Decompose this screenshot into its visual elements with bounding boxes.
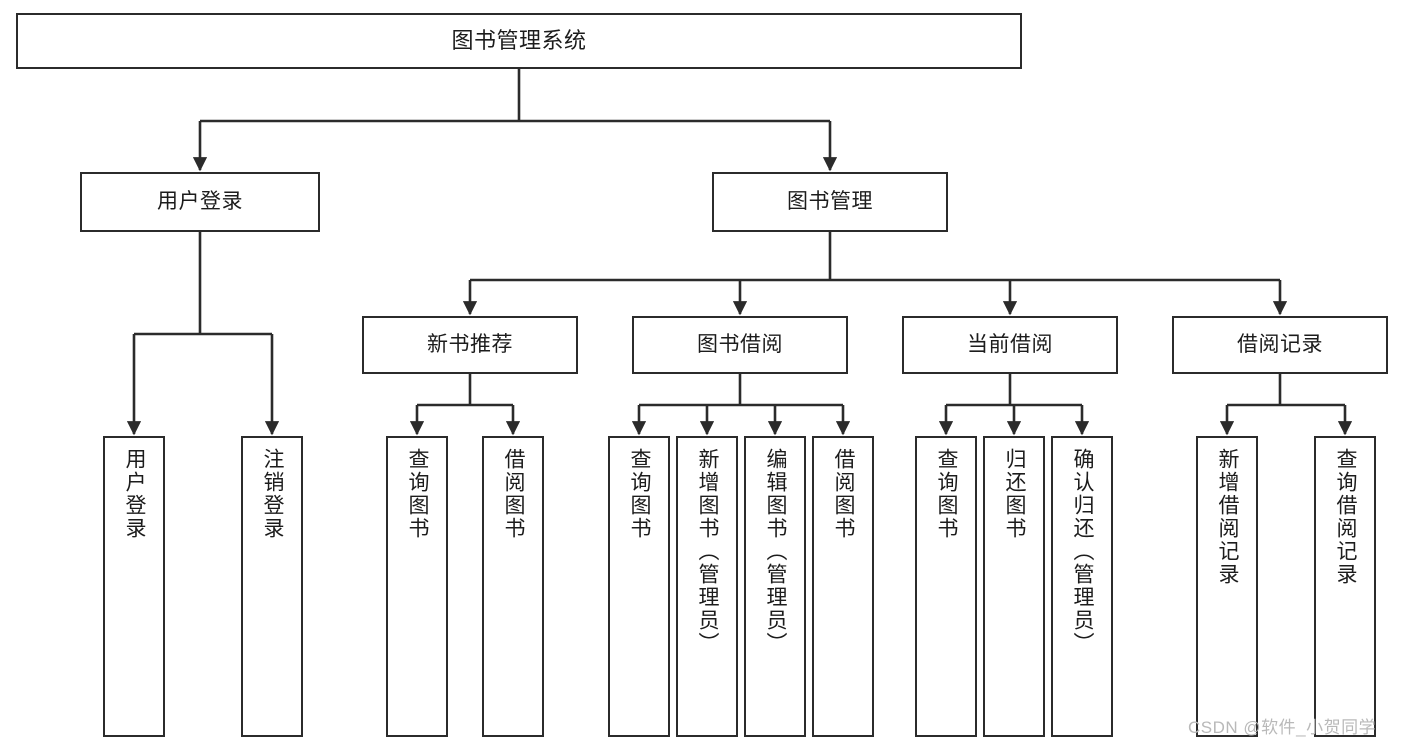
node-label: 注销登录 (261, 448, 285, 540)
node-bookmgmt[interactable]: 图书管理 (712, 172, 948, 232)
node-label: 查询图书 (628, 448, 652, 540)
node-label: 用户登录 (157, 189, 243, 213)
node-leaf-ret[interactable]: 归还图书 (983, 436, 1045, 737)
node-leaf-logout[interactable]: 注销登录 (241, 436, 303, 737)
node-label: 新书推荐 (427, 332, 513, 356)
node-records[interactable]: 借阅记录 (1172, 316, 1388, 374)
node-label: 新增图书（管理员） (696, 448, 720, 655)
node-label: 图书管理 (787, 189, 873, 213)
node-label: 查询借阅记录 (1334, 448, 1358, 586)
node-label: 编辑图书（管理员） (764, 448, 788, 655)
node-leaf-login[interactable]: 用户登录 (103, 436, 165, 737)
node-root[interactable]: 图书管理系统 (16, 13, 1022, 69)
node-label: 借阅图书 (502, 448, 526, 540)
node-login[interactable]: 用户登录 (80, 172, 320, 232)
node-leaf-q3[interactable]: 查询图书 (915, 436, 977, 737)
node-leaf-addrec[interactable]: 新增借阅记录 (1196, 436, 1258, 737)
node-leaf-b2[interactable]: 借阅图书 (812, 436, 874, 737)
node-label: 用户登录 (123, 448, 147, 540)
node-leaf-add[interactable]: 新增图书（管理员） (676, 436, 738, 737)
node-label: 借阅记录 (1237, 332, 1323, 356)
node-leaf-qrec[interactable]: 查询借阅记录 (1314, 436, 1376, 737)
node-label: 图书借阅 (697, 332, 783, 356)
node-current[interactable]: 当前借阅 (902, 316, 1118, 374)
node-label: 当前借阅 (967, 332, 1053, 356)
node-leaf-q1[interactable]: 查询图书 (386, 436, 448, 737)
node-label: 图书管理系统 (451, 28, 587, 54)
node-leaf-edit[interactable]: 编辑图书（管理员） (744, 436, 806, 737)
node-leaf-b1[interactable]: 借阅图书 (482, 436, 544, 737)
node-label: 新增借阅记录 (1216, 448, 1240, 586)
node-label: 确认归还（管理员） (1071, 448, 1095, 655)
node-newbook[interactable]: 新书推荐 (362, 316, 578, 374)
node-label: 归还图书 (1003, 448, 1027, 540)
node-label: 查询图书 (935, 448, 959, 540)
node-label: 查询图书 (406, 448, 430, 540)
node-label: 借阅图书 (832, 448, 856, 540)
node-leaf-conf[interactable]: 确认归还（管理员） (1051, 436, 1113, 737)
node-borrow[interactable]: 图书借阅 (632, 316, 848, 374)
node-leaf-q2[interactable]: 查询图书 (608, 436, 670, 737)
watermark-label: CSDN @软件_小贺同学 (1188, 718, 1377, 737)
